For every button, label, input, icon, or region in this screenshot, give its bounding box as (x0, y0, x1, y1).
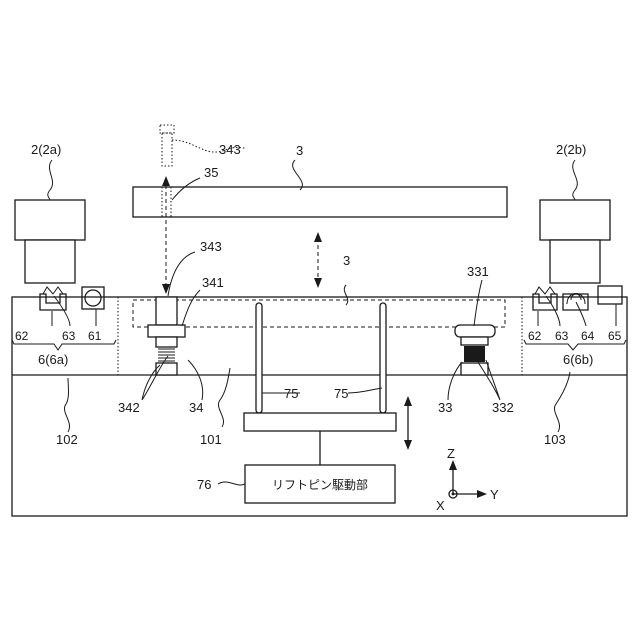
axis-y-label: Y (490, 487, 499, 502)
label-64: 64 (581, 329, 595, 343)
label-3-top: 3 (296, 143, 303, 158)
lift-arrow-down (404, 440, 412, 450)
spring-342 (158, 349, 175, 361)
label-332: 332 (492, 400, 514, 415)
label-75-left: 75 (284, 386, 298, 401)
label-342: 342 (118, 400, 140, 415)
label-103: 103 (544, 432, 566, 447)
mask-arrow-up (314, 232, 322, 242)
leader-63b (546, 296, 560, 326)
label-101: 101 (200, 432, 222, 447)
label-35: 35 (204, 165, 218, 180)
pin-343-seated (156, 297, 177, 325)
support-nut-lower (461, 363, 488, 375)
label-33: 33 (438, 400, 452, 415)
sensor-61-lens (85, 290, 101, 306)
label-76: 76 (197, 477, 211, 492)
pin-343-floating-body (162, 133, 172, 166)
support-pad-331 (455, 325, 495, 337)
camera-left-lens (25, 240, 75, 283)
leader-343-mid (168, 252, 195, 296)
lift-pin-right (380, 303, 386, 413)
leader-34 (188, 360, 203, 400)
axis-x-dot (452, 493, 455, 496)
pin-holder-341 (148, 325, 185, 337)
leader-341 (182, 290, 200, 326)
label-343-top: 343 (219, 142, 241, 157)
lift-plate (244, 413, 396, 431)
leader-102 (64, 378, 69, 432)
axis-x-label: X (436, 498, 445, 513)
camera-right-lens (550, 240, 600, 283)
mask-raised (133, 187, 507, 217)
label-3-lower: 3 (343, 253, 350, 268)
label-331: 331 (467, 264, 489, 279)
label-102: 102 (56, 432, 78, 447)
pin-343-floating-head (160, 125, 174, 133)
leader-3-lower (344, 285, 347, 305)
label-62-left: 62 (15, 329, 29, 343)
leader-2a (48, 160, 53, 200)
axis-z-arrow (449, 460, 457, 470)
leader-76 (218, 482, 245, 485)
camera-left-body (15, 200, 85, 240)
marker-63-right (535, 287, 555, 294)
label-62-right: 62 (528, 329, 542, 343)
label-2b: 2(2b) (556, 142, 586, 157)
leader-75-right (348, 388, 382, 393)
marker-63-left (43, 287, 63, 294)
label-6b: 6(6b) (563, 352, 593, 367)
label-6a: 6(6a) (38, 352, 68, 367)
label-2a: 2(2a) (31, 142, 61, 157)
leader-103 (554, 372, 570, 432)
pin-nut-upper (156, 337, 177, 347)
support-nut-upper (461, 337, 488, 345)
camera-right-body (540, 200, 610, 240)
mask-arrow-down (314, 278, 322, 288)
lift-drive-label: リフトピン駆動部 (272, 477, 368, 492)
leader-3-top (293, 160, 303, 190)
sensor-65 (598, 286, 622, 304)
lift-arrow-up (404, 396, 412, 406)
pin-arrow-up (162, 176, 170, 186)
label-343-mid: 343 (200, 239, 222, 254)
label-34: 34 (189, 400, 203, 415)
axis-y-arrow (477, 490, 487, 498)
leader-63a (54, 296, 70, 326)
leader-64 (576, 302, 586, 326)
spring-332 (464, 346, 485, 362)
label-61: 61 (88, 329, 102, 343)
lift-pin-left (256, 303, 262, 413)
axis-z-label: Z (447, 446, 455, 461)
label-75-right: 75 (334, 386, 348, 401)
leader-331 (474, 280, 482, 326)
mask-lowered-outline (133, 300, 505, 327)
leader-2b (573, 160, 578, 200)
leader-101 (218, 368, 230, 427)
label-341: 341 (202, 275, 224, 290)
label-65: 65 (608, 329, 622, 343)
label-63-right: 63 (555, 329, 569, 343)
leader-33 (448, 362, 462, 400)
label-63-left: 63 (62, 329, 76, 343)
